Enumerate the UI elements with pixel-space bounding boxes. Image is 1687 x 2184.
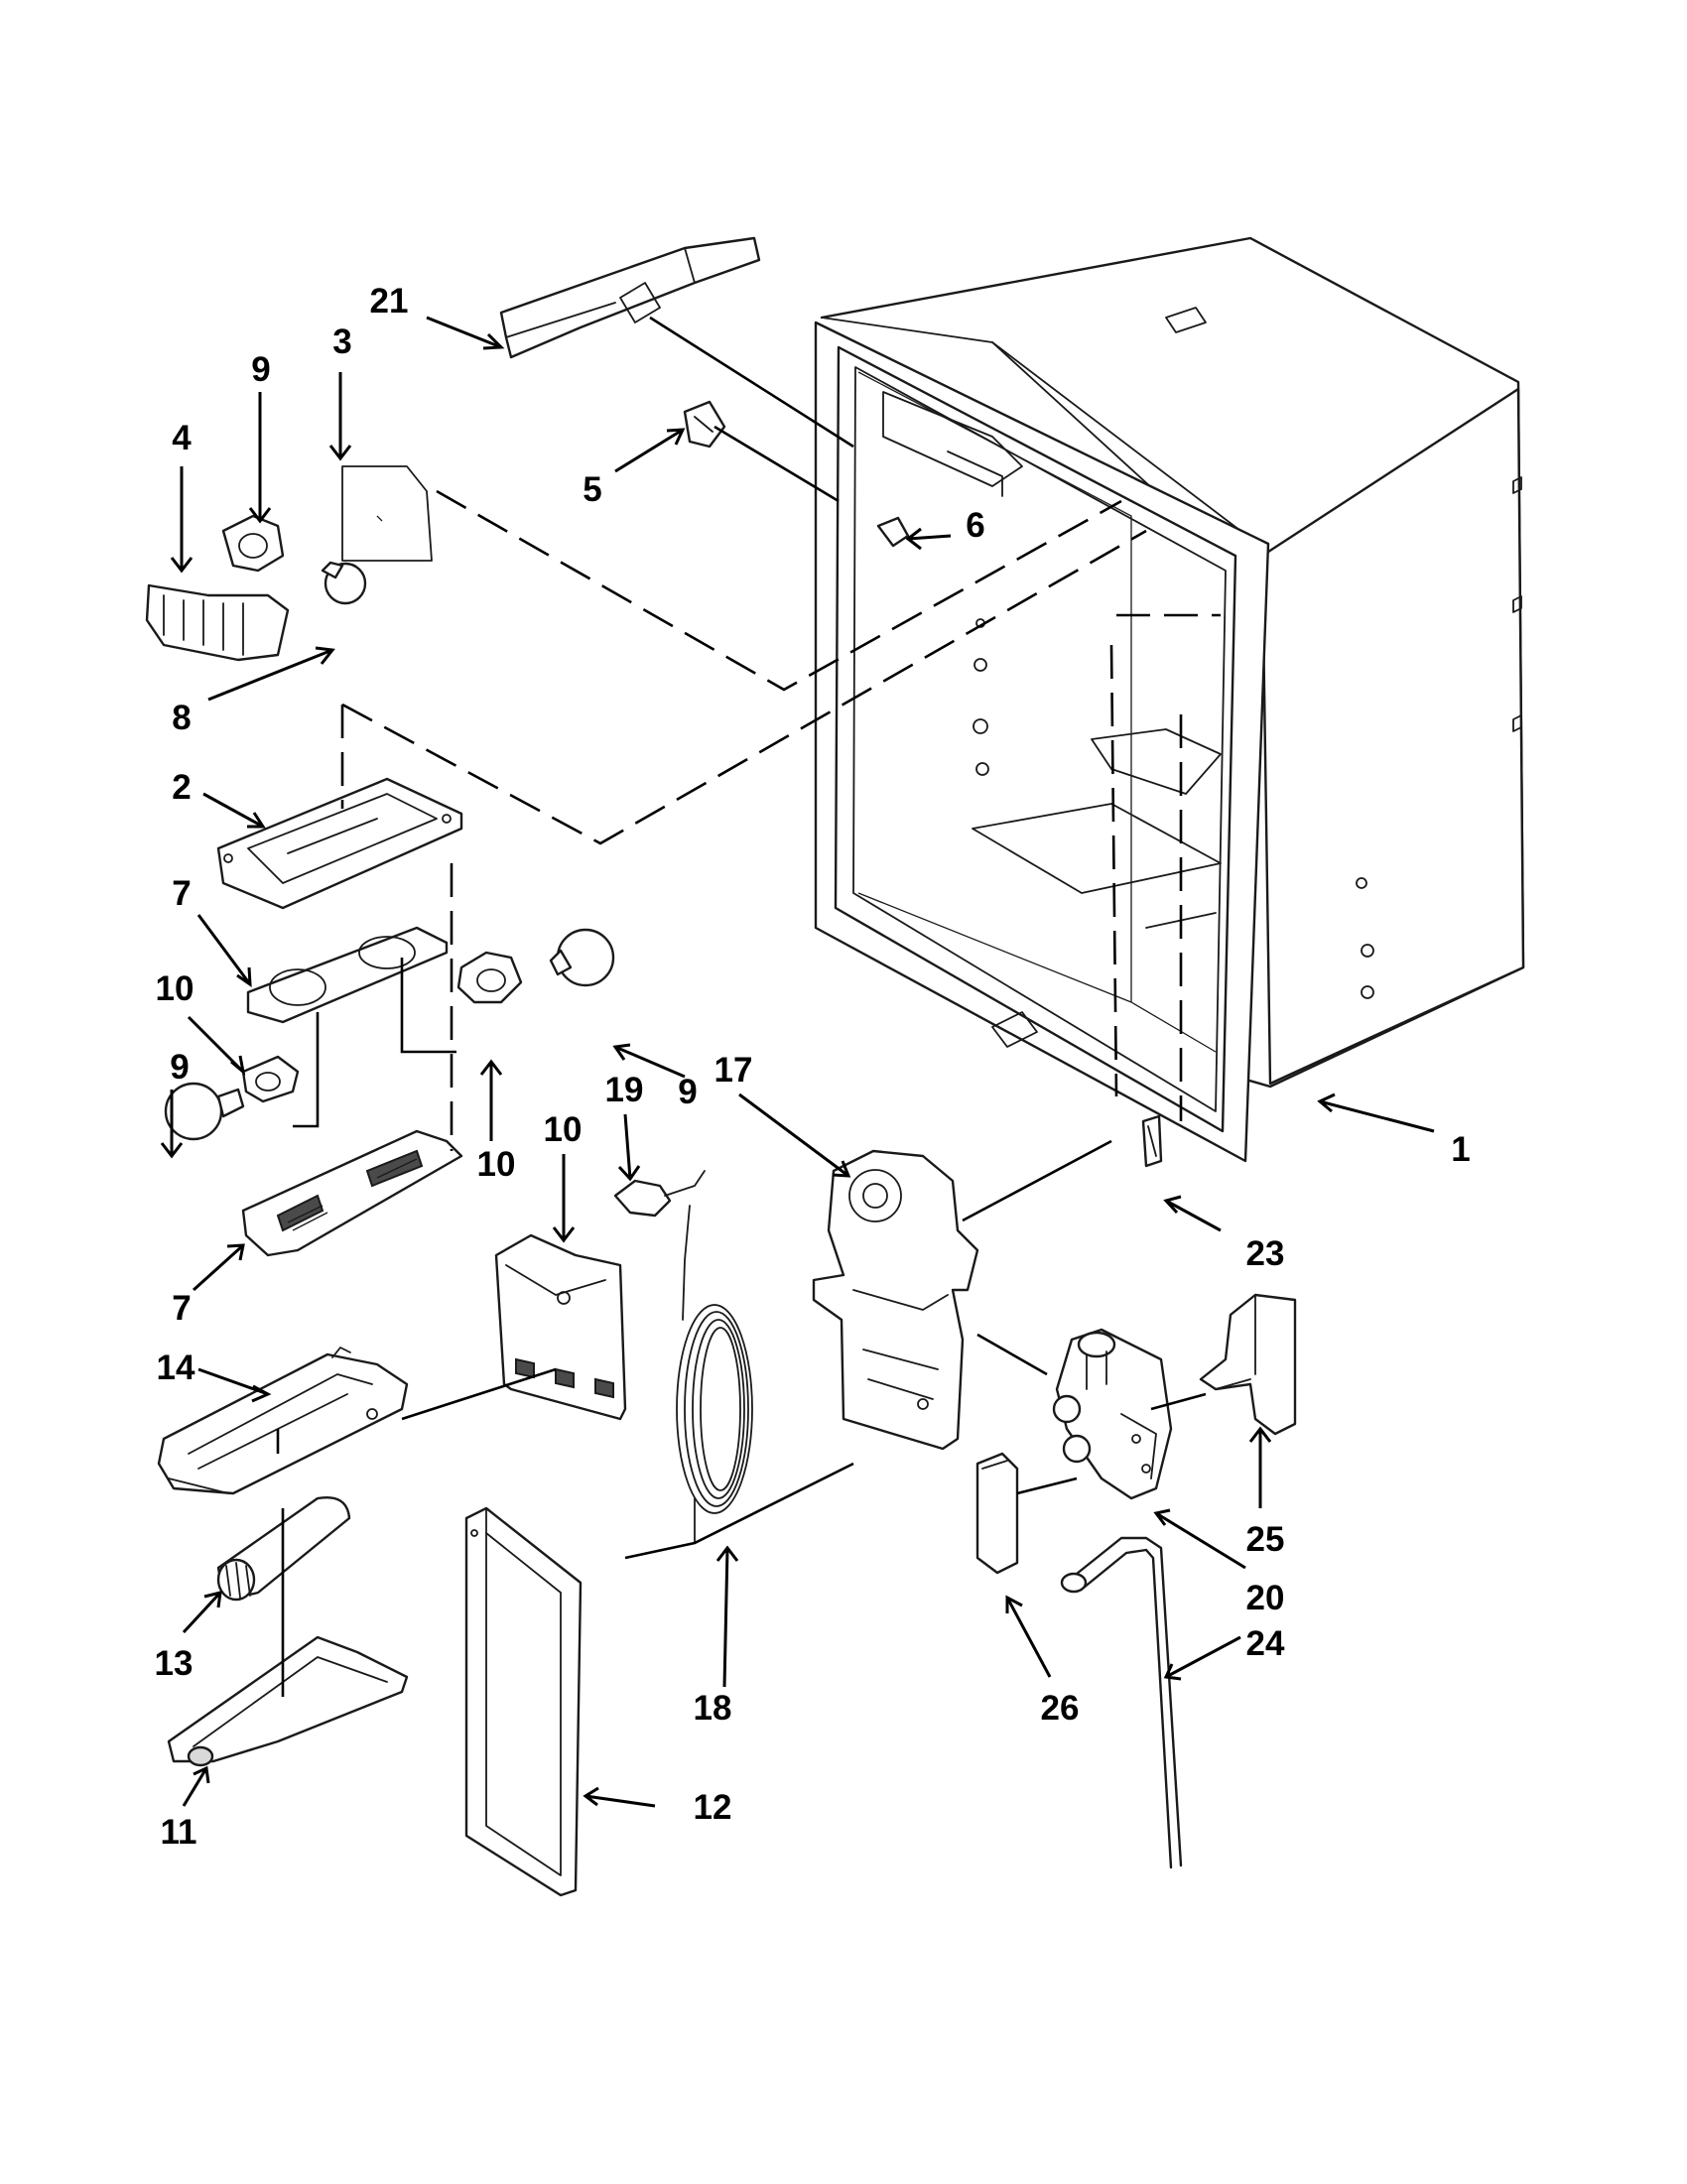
callout-19: 19 (605, 1071, 644, 1109)
callout-11: 10 (544, 1110, 583, 1149)
callout-labels: 21 3 9 4 5 6 8 2 7 10 9 9 10 17 10 19 1 … (155, 282, 1471, 1852)
bracket-assembly-part (812, 1149, 979, 1451)
light-shield-part (341, 465, 433, 562)
callout-2: 2 (172, 768, 191, 807)
callout-23: 23 (1246, 1234, 1285, 1273)
switch-part (876, 516, 910, 548)
callout-9-right: 9 (678, 1073, 697, 1111)
trim-panel-part (464, 1506, 583, 1897)
callout-1: 1 (1451, 1130, 1470, 1169)
filter-door-part (167, 1635, 409, 1767)
callout-6: 6 (966, 506, 984, 545)
callout-20: 20 (1246, 1579, 1285, 1617)
light-lens-part (241, 1129, 463, 1257)
callout-24: 24 (1246, 1624, 1285, 1663)
callout-arrows (160, 316, 1435, 1808)
tube-clip-part (975, 1452, 1019, 1575)
callout-14: 13 (155, 1644, 194, 1683)
callout-9-left: 9 (170, 1048, 189, 1087)
clip-part (1141, 1114, 1163, 1168)
filter-bracket-part (494, 1233, 627, 1421)
callout-15: 14 (157, 1349, 195, 1387)
tube-coil-part (676, 1205, 753, 1544)
left-light-parts (164, 1055, 300, 1141)
callout-18: 18 (694, 1689, 732, 1728)
callout-26: 26 (1041, 1689, 1080, 1728)
callout-4: 4 (172, 419, 192, 457)
water-tube-part (1060, 1536, 1183, 1869)
callout-17: 17 (714, 1051, 753, 1090)
control-knob-part (683, 400, 726, 449)
callout-25: 25 (1246, 1520, 1285, 1559)
callout-13: 12 (694, 1788, 732, 1827)
callout-3: 3 (332, 322, 351, 361)
tube-connector-part (613, 1170, 706, 1218)
upper-light-parts (145, 514, 367, 662)
light-reflector-part (246, 926, 449, 1024)
light-housing-part (216, 777, 463, 910)
callout-10-right: 10 (477, 1145, 516, 1184)
water-valve-part (1052, 1328, 1173, 1500)
right-light-parts (456, 928, 615, 1004)
callout-9-upper: 8 (172, 699, 191, 737)
callout-5: 5 (583, 470, 601, 509)
callout-10-upper: 9 (251, 350, 270, 389)
valve-cover-part (1199, 1293, 1297, 1436)
callout-21: 21 (370, 282, 409, 321)
cabinet-liner-part (814, 236, 1525, 1163)
filter-housing-part (157, 1347, 409, 1495)
callout-10-left: 10 (156, 969, 195, 1008)
callout-7-label: 7 (172, 1289, 191, 1328)
callout-8: 7 (172, 874, 191, 913)
assembly-lines (276, 316, 1221, 1697)
callout-12: 11 (161, 1813, 197, 1852)
top-cover-part (499, 236, 761, 359)
